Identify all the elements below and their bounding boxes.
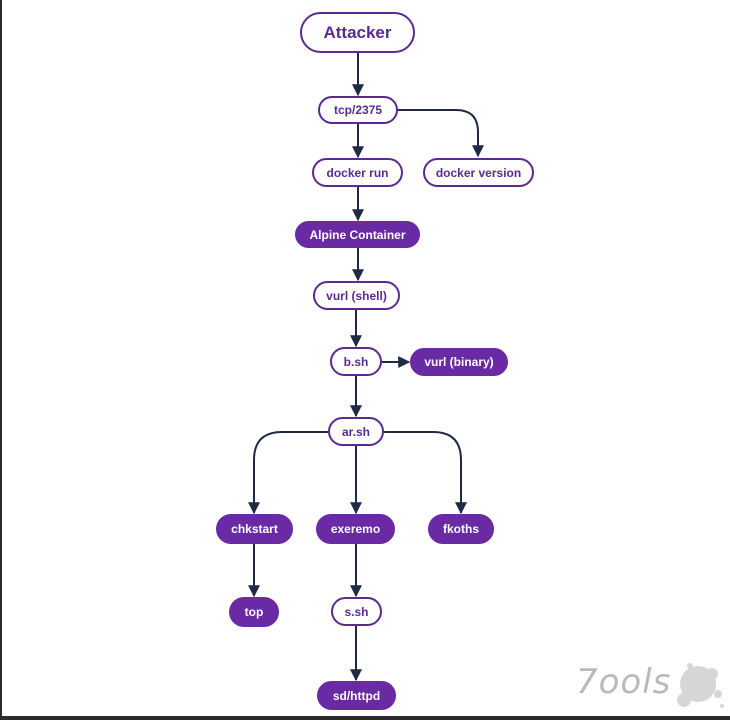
node-fkoths: fkoths [428, 514, 494, 544]
node-vurl-binary: vurl (binary) [410, 348, 508, 376]
node-attacker: Attacker [300, 12, 415, 53]
watermark-logo: 7ools [576, 662, 672, 702]
node-vurl-shell: vurl (shell) [313, 281, 400, 310]
node-docker-run: docker run [312, 158, 403, 187]
edge-arsh-fkoths [384, 431, 467, 515]
node-alpine-container: Alpine Container [295, 221, 420, 248]
edge-arsh-chkstart [248, 431, 328, 515]
node-docker-version: docker version [423, 158, 534, 187]
node-exeremo: exeremo [316, 514, 395, 544]
node-ar-sh: ar.sh [328, 417, 384, 446]
frame-left-border [0, 0, 2, 720]
node-tcp-2375: tcp/2375 [318, 96, 398, 124]
frame-bottom-border [0, 716, 730, 720]
watermark-splatter [677, 663, 724, 708]
node-top: top [229, 597, 279, 627]
node-s-sh: s.sh [331, 597, 382, 626]
node-b-sh: b.sh [330, 347, 382, 376]
edge-tcp-docker-version [397, 109, 484, 158]
node-chkstart: chkstart [216, 514, 293, 544]
node-sd-httpd: sd/httpd [317, 681, 396, 710]
